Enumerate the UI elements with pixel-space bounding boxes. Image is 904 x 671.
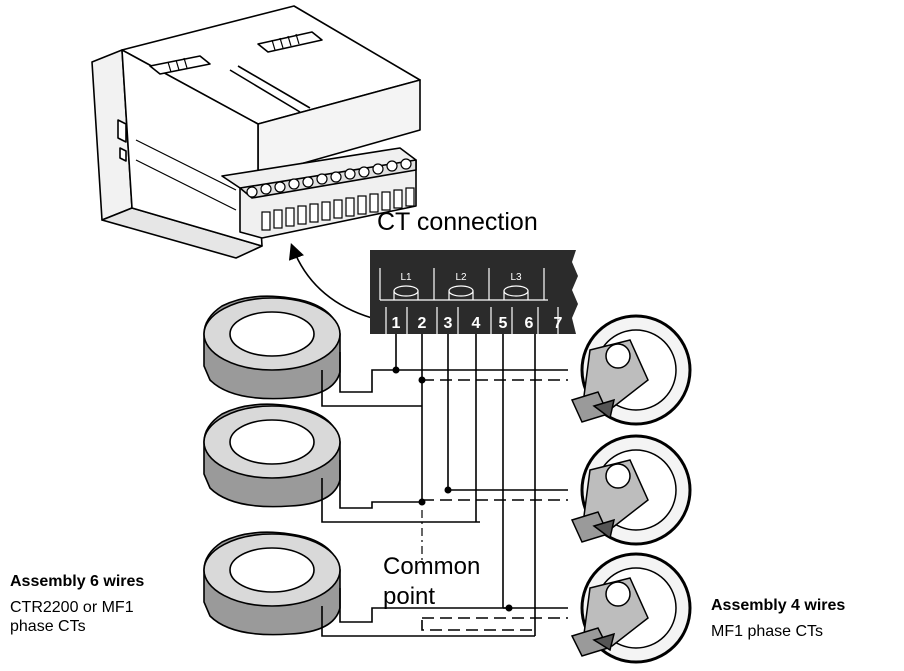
- ct-split-right: [570, 314, 692, 664]
- assembly-6-wires-desc: CTR2200 or MF1 phase CTs: [10, 598, 134, 636]
- terminal-4: 4: [472, 315, 481, 332]
- wiring-solid: [321, 334, 568, 637]
- assembly-4-wires-title: Assembly 4 wires: [711, 597, 846, 614]
- common-point-line1: Common: [383, 553, 481, 580]
- ct-torus-3: [203, 531, 341, 636]
- ct-connection-title: CT connection: [377, 208, 538, 236]
- pointer-arrow: [288, 242, 373, 319]
- meter-terminal-screws: [246, 158, 412, 198]
- terminal-6: 6: [525, 315, 534, 332]
- meter-terminal-slots: [261, 187, 415, 231]
- ct-connector-block: L1 L2 L3 1 2 3 4 5 6 7: [370, 250, 578, 334]
- assembly-6-wires-line2: phase CTs: [10, 618, 86, 635]
- ct-torus-left: [203, 295, 341, 636]
- mf1-ct-2: [570, 434, 692, 546]
- ct-torus-1: [203, 295, 341, 400]
- terminal-5: 5: [499, 315, 508, 332]
- phase-label-l3: L3: [510, 272, 522, 283]
- phase-label-l1: L1: [400, 272, 412, 283]
- meter-device: [91, 5, 421, 259]
- terminal-1: 1: [392, 315, 401, 332]
- wiring-dashed: [421, 379, 568, 631]
- assembly-4-wires-desc: MF1 phase CTs: [711, 623, 824, 640]
- assembly-6-wires-title: Assembly 6 wires: [10, 573, 145, 590]
- assembly-6-wires-line1: CTR2200 or MF1: [10, 599, 134, 616]
- terminal-2: 2: [418, 315, 427, 332]
- common-point-label: Common point: [383, 552, 480, 612]
- phase-label-l2: L2: [455, 272, 467, 283]
- mf1-ct-3: [570, 552, 692, 664]
- junction-dots: [392, 366, 513, 612]
- terminal-3: 3: [444, 315, 453, 332]
- ct-torus-2: [203, 403, 341, 508]
- mf1-ct-1: [570, 314, 692, 426]
- common-point-line2: point: [383, 583, 436, 610]
- terminal-7: 7: [554, 315, 563, 332]
